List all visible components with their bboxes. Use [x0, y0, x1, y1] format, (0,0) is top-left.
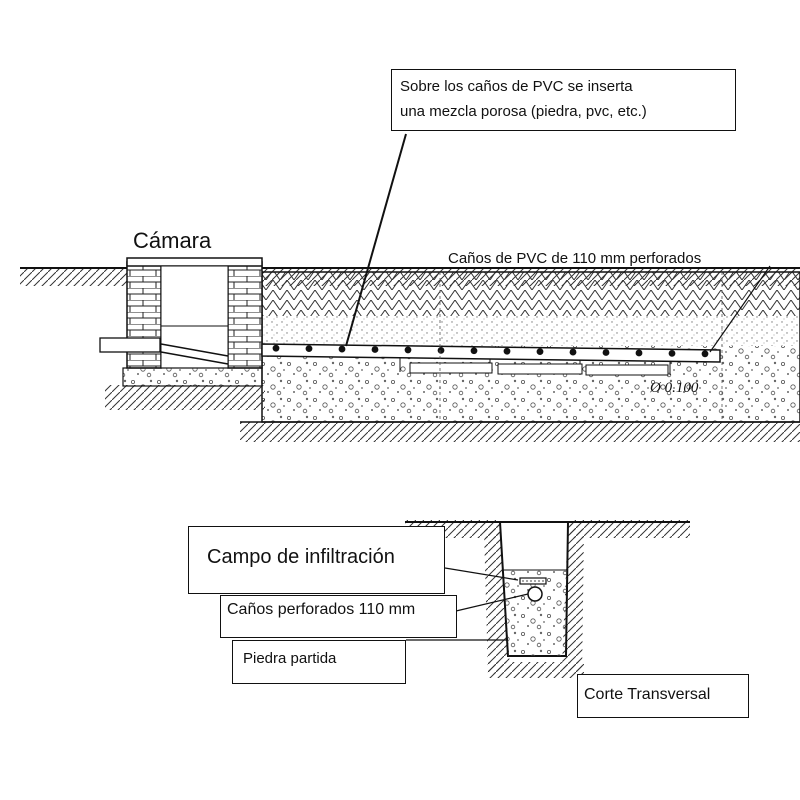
soil-backfill: [262, 272, 800, 316]
cross-wall-left: [484, 522, 510, 676]
porous-mixture-note-line1: Sobre los caños de PVC se inserta: [400, 78, 633, 95]
perforation-dot: [569, 348, 577, 356]
chamber-interior: [160, 265, 229, 327]
cross-gravel-fill: [502, 569, 568, 657]
perforation-dot: [536, 348, 544, 356]
cross-bottom-soil: [488, 662, 584, 678]
perforation-dot: [701, 350, 709, 358]
perforation-dot: [437, 346, 445, 354]
perforation-dot: [404, 346, 412, 354]
leader-porous-mixture: [345, 133, 407, 347]
perforation-dot: [602, 349, 610, 356]
porous-mixture-note: Sobre los caños de PVC se inserta una me…: [391, 69, 736, 131]
chamber-wall-right: [227, 261, 263, 369]
cross-pipe-cover: [519, 577, 547, 585]
chamber-base-slab: [122, 367, 263, 387]
corte-transversal-label: Corte Transversal: [577, 674, 749, 718]
porous-mixture-layer: [262, 316, 800, 346]
canos-perforados-label: Caños perforados 110 mm: [220, 595, 457, 638]
longitudinal-section: Ø 0.100 Cámara Caños de PVC de 110 mm pe…: [20, 133, 800, 442]
leader-campo: [444, 567, 519, 581]
perforation-dot: [371, 346, 379, 353]
perforation-dot: [668, 349, 676, 357]
chamber-label: Cámara: [133, 228, 212, 253]
perforation-dot: [305, 345, 313, 353]
diameter-label: Ø 0.100: [649, 380, 699, 396]
chamber-lower-interior: [160, 325, 229, 369]
perforation-dot: [338, 345, 346, 353]
perforation-dot: [503, 347, 511, 355]
trench-bottom-soil: [240, 422, 800, 442]
piedra-partida-label: Piedra partida: [232, 640, 406, 684]
chamber-base-soil: [105, 385, 265, 410]
inlet-pipe: [99, 337, 161, 353]
leader-pvc-pipe: [709, 265, 771, 353]
chamber-top: [126, 257, 263, 267]
pvc-pipe-label: Caños de PVC de 110 mm perforados: [448, 250, 701, 267]
cross-section: [405, 520, 690, 678]
pvc-pipe-longitudinal: [261, 343, 721, 363]
porous-mixture-note-line2: una mezcla porosa (piedra, pvc, etc.): [400, 103, 647, 120]
perforation-dot: [635, 349, 643, 357]
leader-canos: [455, 593, 529, 612]
pipe-perforations: [272, 344, 709, 358]
cross-pipe: [527, 586, 543, 602]
cross-ground-right: [570, 520, 690, 538]
perforation-dot: [272, 344, 280, 352]
campo-infiltracion-label: Campo de infiltración: [188, 526, 445, 594]
perforation-dot: [470, 347, 478, 355]
